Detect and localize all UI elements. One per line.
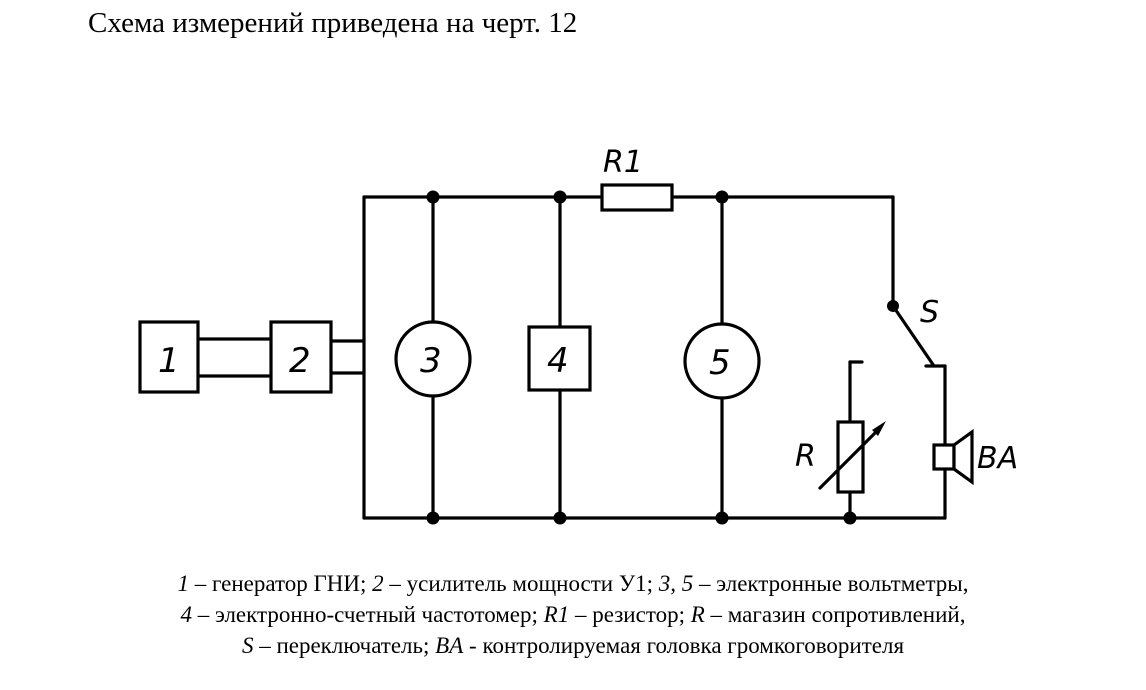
loudspeaker-coil bbox=[932, 443, 956, 471]
legend-key: R bbox=[690, 602, 705, 627]
legend-key: S bbox=[241, 633, 254, 658]
legend-text: – резистор; bbox=[569, 602, 691, 627]
wires bbox=[195, 195, 947, 520]
label-r: R bbox=[795, 439, 816, 474]
block-2-amplifier bbox=[269, 320, 333, 394]
resistor-r1 bbox=[600, 183, 674, 212]
voltmeter-3 bbox=[394, 320, 472, 398]
legend-text: – генератор ГНИ; bbox=[188, 571, 373, 596]
legend-line-3: S – переключатель; BA - контролируемая г… bbox=[0, 630, 1146, 661]
variable-resistor-arrowhead bbox=[872, 421, 886, 436]
legend-key: R1 bbox=[543, 602, 570, 627]
junction-node bbox=[426, 511, 440, 525]
legend-text: – электронно-счетный частотомер; bbox=[192, 602, 544, 627]
label-s: S bbox=[920, 295, 939, 330]
junction-node bbox=[843, 511, 857, 525]
loudspeaker-cone bbox=[952, 428, 974, 486]
junction-node bbox=[553, 190, 567, 204]
legend-key: 4 bbox=[180, 602, 193, 627]
junction-node bbox=[426, 190, 440, 204]
block-4-label: 4 bbox=[547, 341, 569, 381]
legend-text: – переключатель; bbox=[253, 633, 436, 658]
variable-resistor-arrow-shaft bbox=[818, 426, 882, 490]
legend-key: BA bbox=[435, 633, 464, 658]
voltmeter-3-label: 3 bbox=[420, 341, 442, 381]
legend-key: 1 bbox=[177, 571, 189, 596]
legend-line-1: 1 – генератор ГНИ; 2 – усилитель мощност… bbox=[0, 568, 1146, 599]
block-1-generator bbox=[138, 320, 200, 394]
block-4-frequency-counter bbox=[527, 325, 592, 392]
circuit-diagram: R1 1 2 3 4 5 R S BA bbox=[138, 145, 1018, 525]
switch-pivot-node bbox=[887, 300, 899, 312]
legend-text: – электронные вольтметры, bbox=[693, 571, 969, 596]
legend: 1 – генератор ГНИ; 2 – усилитель мощност… bbox=[0, 568, 1146, 661]
legend-text: – усилитель мощности У1; bbox=[383, 571, 659, 596]
junction-node bbox=[715, 511, 729, 525]
legend-text: – магазин сопротивлений, bbox=[704, 602, 966, 627]
voltmeter-5-label: 5 bbox=[709, 343, 731, 383]
intro-text: Схема измерений приведена на черт. 12 bbox=[88, 7, 578, 39]
junction-nodes bbox=[426, 190, 899, 525]
legend-key: 2 bbox=[372, 571, 384, 596]
block-1-label: 1 bbox=[158, 341, 180, 381]
switch-blade bbox=[891, 304, 936, 368]
legend-key: 3, 5 bbox=[658, 571, 694, 596]
label-r1: R1 bbox=[603, 145, 643, 180]
junction-node bbox=[715, 190, 729, 204]
legend-text: - контролируемая головка громкоговорител… bbox=[463, 633, 905, 658]
voltmeter-5 bbox=[683, 322, 761, 400]
legend-line-2: 4 – электронно-счетный частотомер; R1 – … bbox=[0, 599, 1146, 630]
block-2-label: 2 bbox=[289, 341, 311, 381]
loudspeaker-ba bbox=[932, 428, 974, 486]
junction-node bbox=[553, 511, 567, 525]
label-ba: BA bbox=[977, 441, 1018, 476]
